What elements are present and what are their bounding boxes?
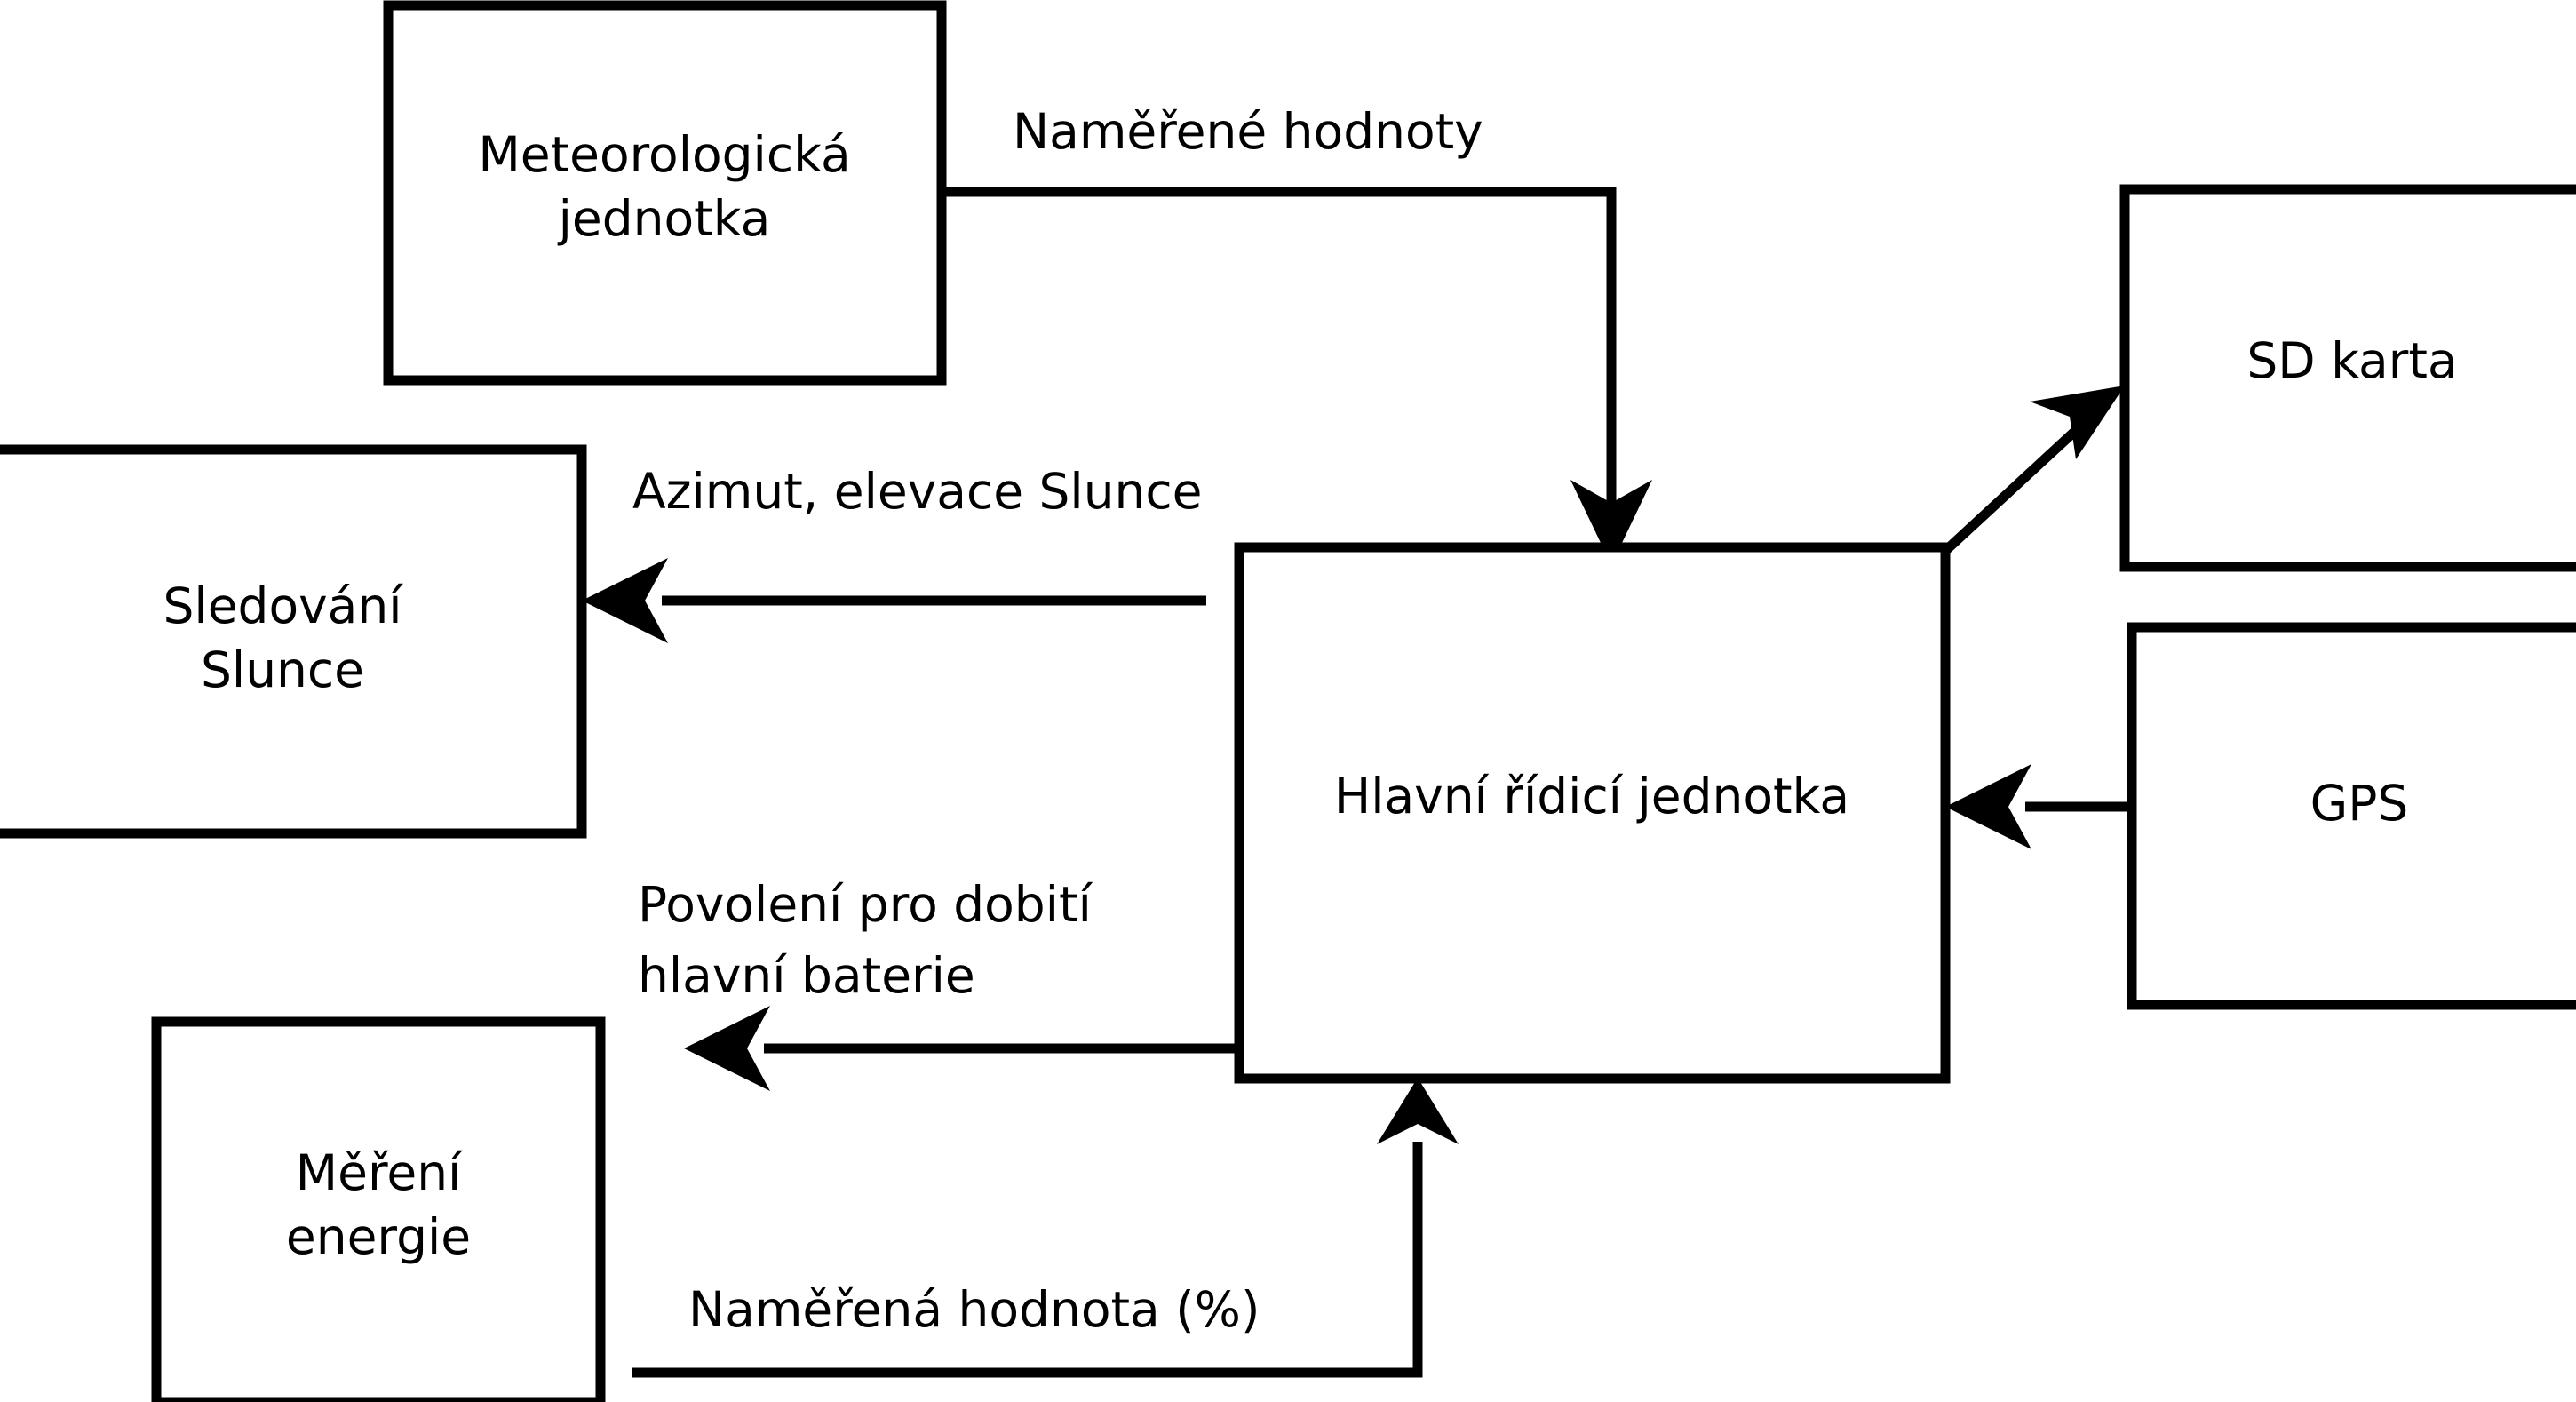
edge-label-battery-charge-line2: hlavní baterie: [638, 947, 975, 1004]
main-control-unit-box[interactable]: [1234, 542, 1951, 1084]
sd-card-unit-box[interactable]: [2119, 184, 2576, 572]
edge-main-to-sd-card: [1942, 386, 2125, 555]
meteorological-unit[interactable]: Meteorologická jednotka: [383, 0, 947, 386]
sun-tracking-unit-box[interactable]: [0, 444, 587, 839]
meteorological-unit-label-line1: Meteorologická: [478, 126, 850, 183]
edge-main-to-sd-card-arrowhead: [2030, 386, 2125, 459]
energy-measurement-unit-label-line1: Měření: [296, 1144, 463, 1201]
edge-azimuth-elevation-arrowhead: [582, 558, 668, 643]
gps-unit-box[interactable]: [2127, 622, 2576, 1010]
edge-measured-values-arrowhead: [1570, 480, 1652, 565]
energy-measurement-unit-box[interactable]: [151, 1016, 606, 1402]
sun-tracking-unit[interactable]: Sledování Slunce: [0, 444, 587, 839]
main-control-unit-label: Hlavní řídicí jednotka: [1334, 768, 1849, 824]
edge-battery-charge-permission: [684, 1006, 1236, 1091]
energy-measurement-unit-label-line2: energie: [286, 1208, 471, 1265]
edge-battery-charge-permission-arrowhead: [684, 1006, 770, 1091]
edge-measured-value-percent: [632, 1078, 1459, 1378]
edge-gps-to-main: [1945, 764, 2132, 849]
meteorological-unit-box[interactable]: [383, 0, 947, 386]
meteorological-unit-label-line2: jednotka: [558, 190, 771, 247]
edge-label-azimuth-elevation: Azimut, elevace Slunce: [632, 463, 1203, 520]
edge-label-measured-value-percent: Naměřená hodnota (%): [688, 1281, 1260, 1338]
sd-card-unit-label: SD karta: [2246, 332, 2457, 389]
gps-unit[interactable]: GPS: [2127, 622, 2576, 1010]
edge-gps-to-main-arrowhead: [1945, 764, 2031, 849]
sun-tracking-unit-label-line2: Slunce: [201, 641, 364, 698]
edge-measured-value-percent-arrowhead: [1377, 1078, 1459, 1144]
gps-unit-label: GPS: [2310, 775, 2409, 832]
edge-main-to-sd-card-line: [1942, 419, 2087, 555]
edge-measured-values: [942, 187, 1652, 565]
edge-label-battery-charge-line1: Povolení pro dobití: [638, 876, 1093, 933]
sd-card-unit[interactable]: SD karta: [2119, 184, 2576, 572]
main-control-unit[interactable]: Hlavní řídicí jednotka: [1234, 542, 1951, 1084]
edge-measured-value-percent-line: [632, 1142, 1423, 1378]
energy-measurement-unit[interactable]: Měření energie: [151, 1016, 606, 1402]
sun-tracking-unit-label-line1: Sledování: [163, 578, 404, 634]
edge-measured-values-line: [942, 187, 1617, 530]
edge-azimuth-elevation: [582, 558, 1206, 643]
edge-label-measured-values: Naměřené hodnoty: [1013, 103, 1483, 160]
